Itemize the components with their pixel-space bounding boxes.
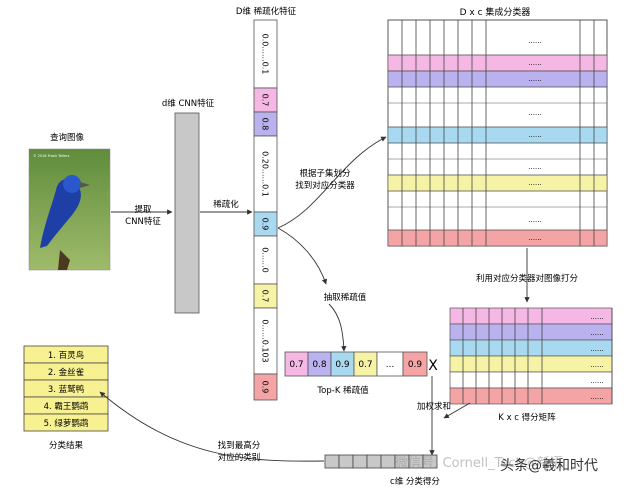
kxc-row <box>449 355 613 373</box>
label-find-best-2: 对应的类别 <box>218 452 261 463</box>
label-find-best-1: 找到最高分 <box>218 440 261 451</box>
arrow-to-topk <box>328 303 347 352</box>
sparse-cell <box>253 373 278 401</box>
topk-value: 0.9 <box>335 360 350 370</box>
arrow-find-best <box>99 391 325 462</box>
arrows <box>99 136 530 462</box>
dxc-dots: ...... <box>528 37 541 45</box>
bird-image <box>28 148 111 271</box>
kxc-score-matrix: .................................... <box>449 307 613 405</box>
dxc-dots: ...... <box>528 179 541 187</box>
label-score: 利用对应分类器对图像打分 <box>476 273 579 284</box>
arrow-kxc-to-sum <box>443 402 471 419</box>
c-score-cell <box>338 454 354 469</box>
dxc-dots: ...... <box>528 75 541 83</box>
c-score-cell <box>366 454 382 469</box>
sparse-cell-label: 0......0.103 <box>261 319 270 362</box>
arrow-find-classifier <box>277 136 387 229</box>
label-find-classifier-2: 找到对应分类器 <box>295 180 355 191</box>
dxc-dots: ...... <box>528 234 541 242</box>
kxc-dots: ...... <box>590 345 603 353</box>
dxc-dots: ...... <box>528 131 541 139</box>
kxc-row <box>449 307 613 325</box>
label-c-score: c维 分类得分 <box>390 476 440 487</box>
dxc-dots: ...... <box>528 163 541 171</box>
label-extract-sparse: 抽取稀疏值 <box>324 292 367 303</box>
label-bird-caption: © 2016 Frank Tellers <box>33 154 70 158</box>
kxc-dots: ...... <box>590 393 603 401</box>
dxc-band <box>387 126 608 144</box>
dxc-dots: ...... <box>528 216 541 224</box>
label-result: 分类结果 <box>49 440 84 451</box>
label-d-sparse: D维 稀疏化特征 <box>236 6 297 17</box>
result-label: 5. 绿萝鹦鹉 <box>44 418 89 429</box>
dxc-band <box>387 174 608 192</box>
multiply-sign: X <box>428 358 438 374</box>
sparse-cell-label: 0.8 <box>261 118 270 131</box>
sparse-cell-label: 0.20......0.1 <box>261 151 270 197</box>
topk-value: 0.8 <box>312 360 327 370</box>
topk-value: ... <box>386 360 395 370</box>
cnn-feature-bar <box>174 112 200 314</box>
result-label: 1. 百灵鸟 <box>48 350 84 361</box>
label-find-classifier-1: 根据子集划分 <box>299 168 351 179</box>
topk-value: 0.9 <box>408 360 423 370</box>
label-query-image: 查询图像 <box>50 132 85 143</box>
sparse-cell-label: 0.7 <box>261 290 270 303</box>
sparse-cell-label: 0.0......0.1 <box>261 34 270 75</box>
kxc-dots: ...... <box>590 313 603 321</box>
c-score-bar <box>324 454 438 469</box>
sparse-cell-label: 0......0 <box>261 247 270 272</box>
topk-vector: 0.7 0.8 0.9 0.7... 0.9 <box>284 351 428 377</box>
dxc-dots: ...... <box>528 109 541 117</box>
label-dxc: D x c 集成分类器 <box>460 6 531 18</box>
result-label: 2. 金丝雀 <box>48 367 84 378</box>
dxc-dots: ...... <box>528 59 541 67</box>
label-sparsify: 稀疏化 <box>213 199 239 210</box>
sparse-cell-label: 0.9 <box>261 381 270 394</box>
sparse-feature-column: 0.0......0.1 0.7 0.8 0.20......0.1 0.9 0.....… <box>253 19 278 401</box>
sparse-cell-label: 0.7 <box>261 94 270 107</box>
topk-value: 0.7 <box>289 360 303 370</box>
kxc-row <box>449 339 613 357</box>
c-score-cell <box>380 454 396 469</box>
label-d-cnn-feature: d维 CNN特征 <box>162 98 215 109</box>
dxc-band <box>387 229 608 247</box>
dxc-band <box>387 70 608 88</box>
kxc-row <box>449 387 613 405</box>
results-table: 1. 百灵鸟 2. 金丝雀 3. 蓝鹫鸭 4. 霸王鹦鹉 5. 绿萝鹦鹉 <box>23 345 109 432</box>
topk-value: 0.7 <box>358 360 372 370</box>
arrow-extract-sparse <box>277 227 328 285</box>
c-score-cell <box>352 454 368 469</box>
result-label: 3. 蓝鹫鸭 <box>48 384 84 395</box>
c-score-cell <box>324 454 340 469</box>
label-extract-1: 提取 <box>134 204 152 215</box>
label-extract-2: CNN特征 <box>125 216 161 227</box>
dxc-band <box>387 54 608 72</box>
kxc-dots: ...... <box>590 361 603 369</box>
kxc-row <box>449 323 613 341</box>
kxc-dots: ...... <box>590 377 603 385</box>
kxc-dots: ...... <box>590 329 603 337</box>
label-kxc: K x c 得分矩阵 <box>498 412 556 423</box>
label-weighted-sum: 加权求和 <box>417 401 451 412</box>
label-topk: Top-K 稀疏值 <box>316 385 369 396</box>
result-row <box>23 413 109 432</box>
kxc-row <box>449 371 613 389</box>
watermark-text: 微信号: Cornell_Tech@新语 <box>395 455 563 471</box>
sparse-cell-label: 0.9 <box>261 218 270 231</box>
dxc-classifier-grid: ........................................… <box>387 19 608 247</box>
result-label: 4. 霸王鹦鹉 <box>44 401 89 412</box>
topk-cell <box>402 351 428 377</box>
watermark-right: 头条@羲和时代 <box>500 457 598 474</box>
